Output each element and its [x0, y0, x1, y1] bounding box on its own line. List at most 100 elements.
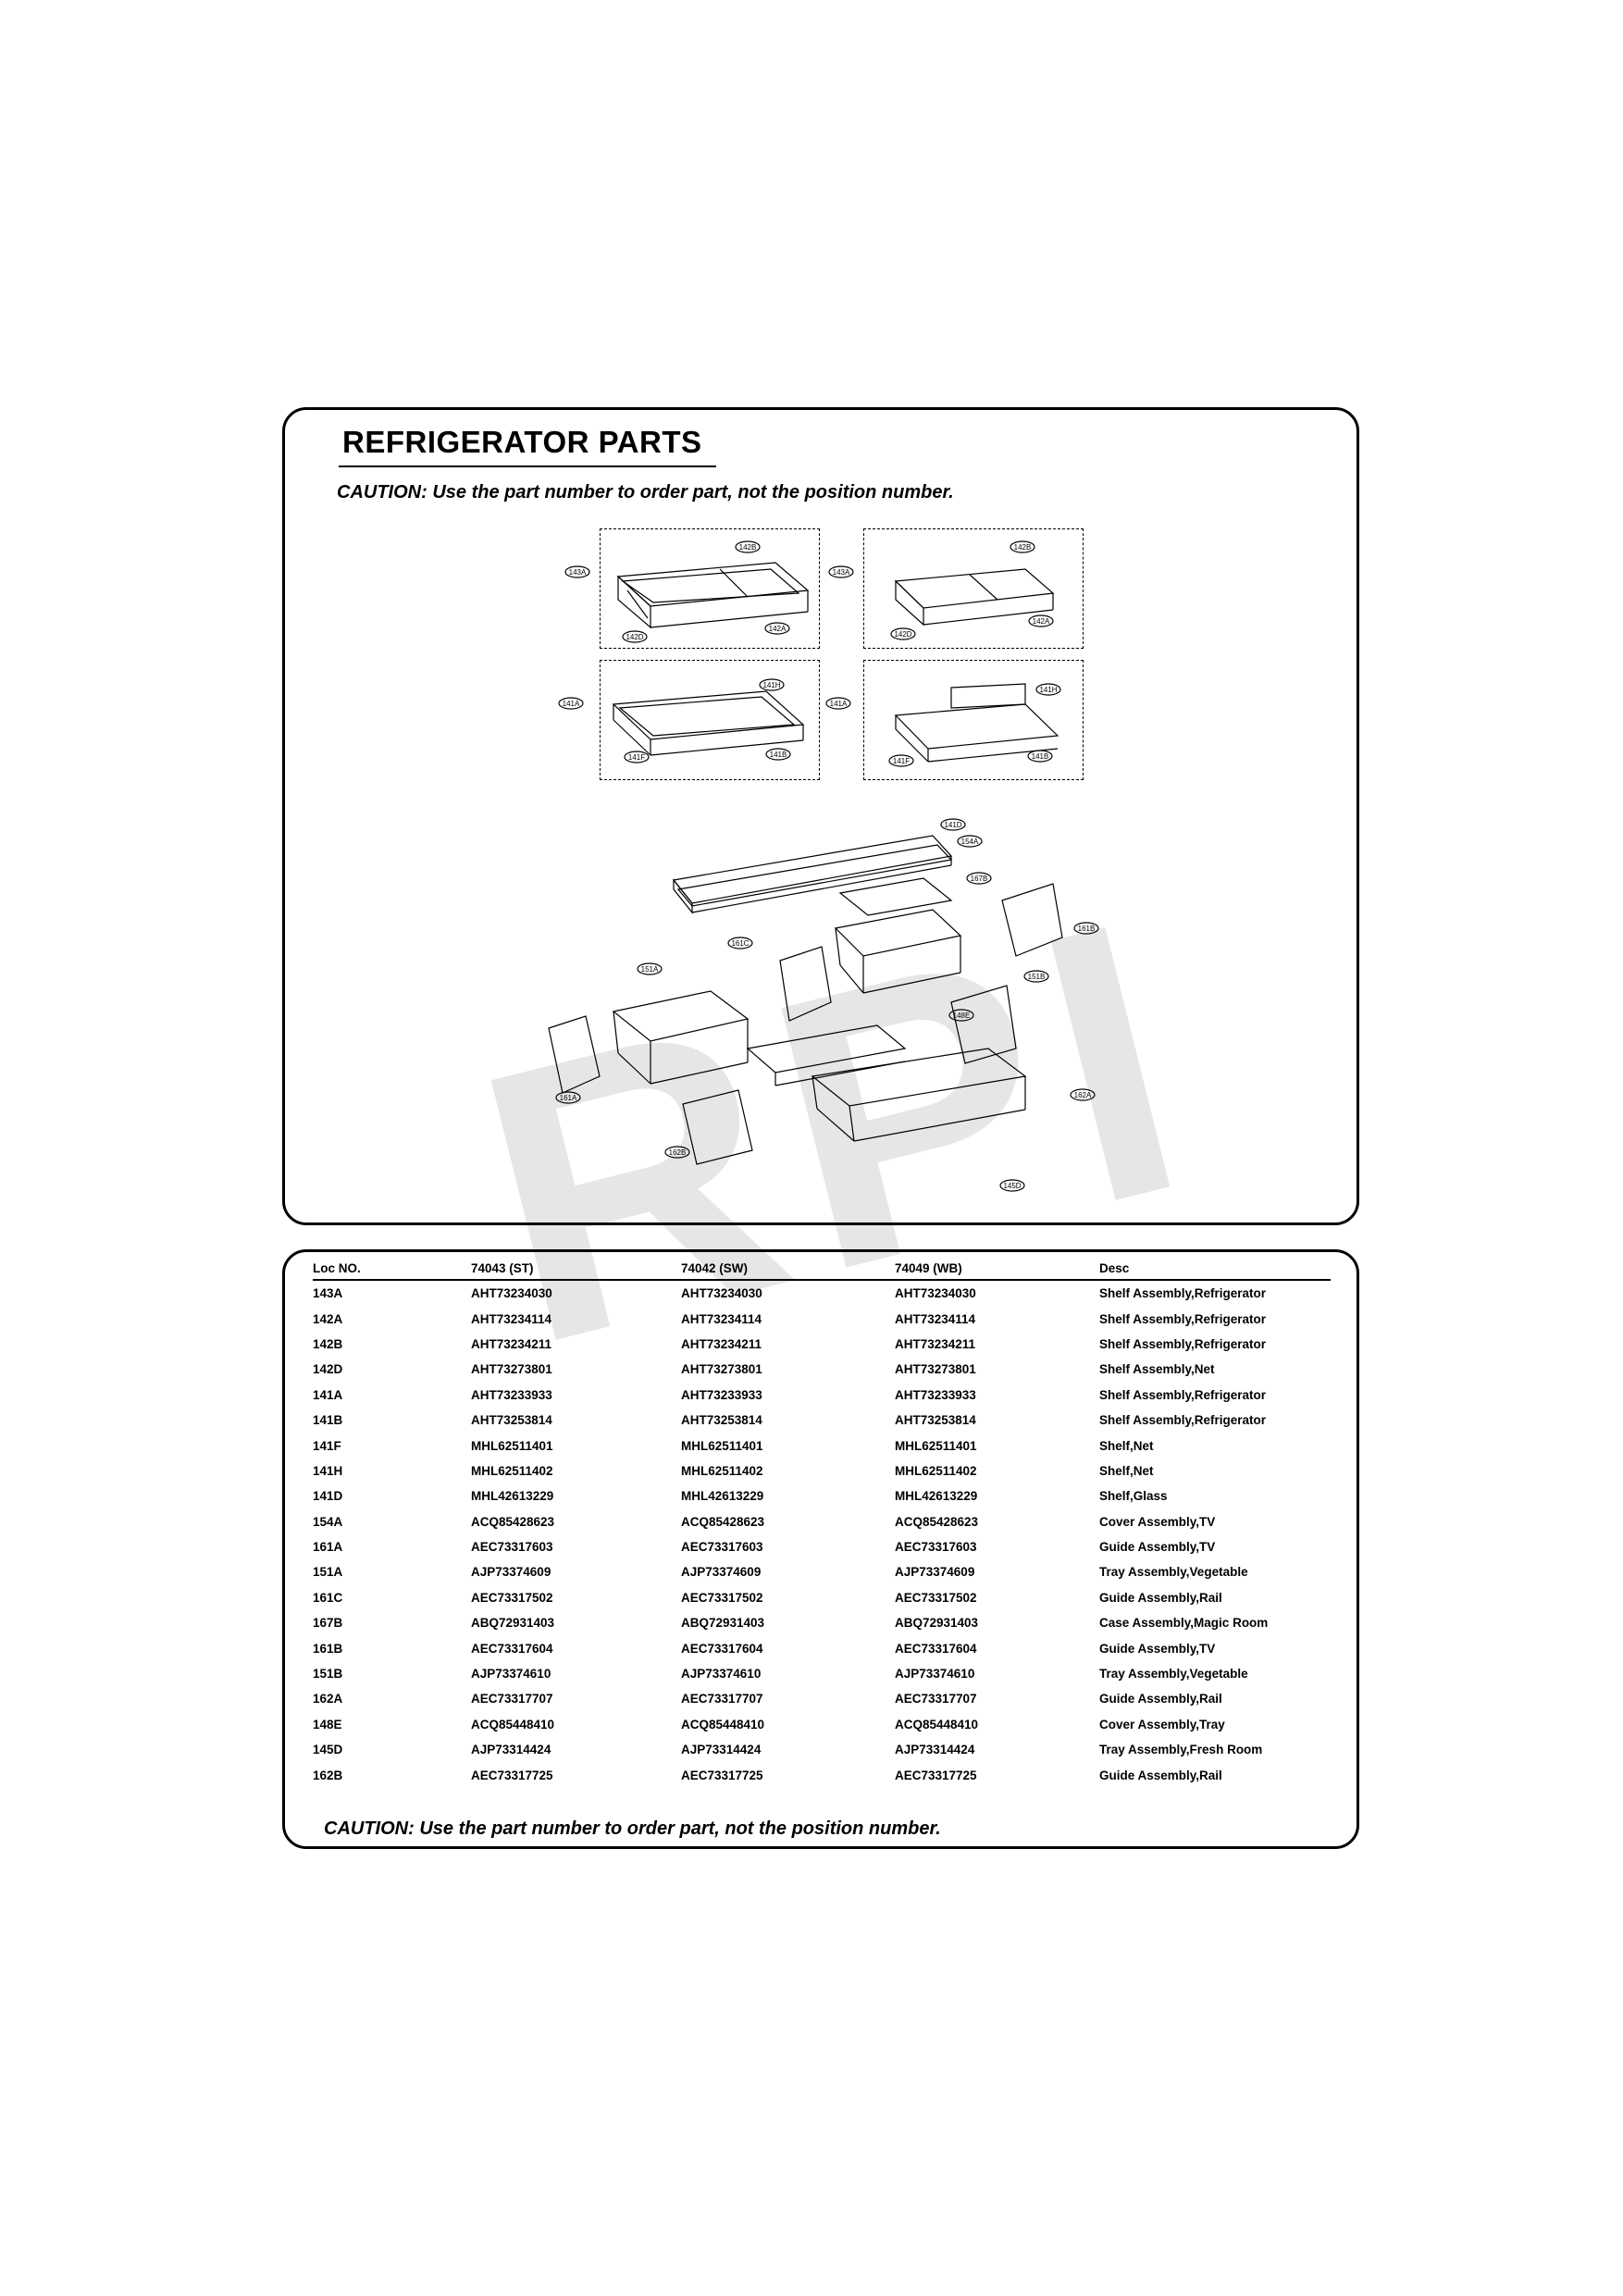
- exploded-parts-diagram: 143A 142B 142A 142D 143A 142B 142A 142D …: [548, 540, 1099, 1192]
- table-cell: Tray Assembly,Fresh Room: [1099, 1743, 1263, 1757]
- table-cell: AHT73234114: [681, 1311, 762, 1326]
- callout-label: 161A: [560, 1094, 577, 1102]
- table-cell: AEC73317603: [471, 1540, 553, 1555]
- table-cell: ABQ72931403: [681, 1616, 765, 1631]
- caution-bottom: CAUTION: Use the part number to order pa…: [324, 1818, 941, 1839]
- callout-label: 141D: [944, 821, 961, 829]
- table-header-row: Loc NO. 74043 (ST) 74042 (SW) 74049 (WB)…: [313, 1252, 1331, 1281]
- table-cell: Shelf,Net: [1099, 1438, 1154, 1453]
- table-cell: AHT73234114: [895, 1311, 976, 1326]
- table-cell: MHL62511401: [895, 1438, 977, 1453]
- callout-label: 151B: [1028, 973, 1046, 981]
- table-cell: 167B: [313, 1616, 343, 1631]
- shelf-box-3: [600, 660, 820, 780]
- table-row: 161B AEC73317604 AEC73317604 AEC73317604 Gui…: [313, 1635, 1331, 1660]
- table-cell: Guide Assembly,TV: [1099, 1641, 1216, 1656]
- table-cell: AHT73234211: [895, 1336, 976, 1351]
- callout-label: 151A: [641, 965, 659, 974]
- shelf-drawing-1: [616, 562, 810, 629]
- table-cell: ACQ85428623: [471, 1514, 555, 1529]
- table-cell: AEC73317604: [895, 1641, 977, 1656]
- table-cell: AEC73317603: [681, 1540, 763, 1555]
- table-cell: Guide Assembly,Rail: [1099, 1590, 1222, 1605]
- table-cell: 161C: [313, 1590, 343, 1605]
- table-cell: AJP73374609: [471, 1565, 551, 1580]
- table-cell: AJP73374610: [895, 1667, 975, 1682]
- callout-label: 141H: [1039, 686, 1057, 694]
- callout-label: 141B: [770, 751, 787, 759]
- col-74049: 74049 (WB): [895, 1252, 1099, 1281]
- table-cell: Shelf Assembly,Refrigerator: [1099, 1387, 1267, 1402]
- table-cell: 141A: [313, 1387, 343, 1402]
- table-cell: Cover Assembly,Tray: [1099, 1717, 1225, 1731]
- table-cell: 162A: [313, 1692, 343, 1706]
- callout-label: 143A: [833, 568, 850, 577]
- table-cell: ABQ72931403: [895, 1616, 979, 1631]
- callout-label: 141H: [762, 681, 780, 689]
- table-cell: Shelf Assembly,Refrigerator: [1099, 1286, 1267, 1301]
- table-cell: MHL62511401: [681, 1438, 763, 1453]
- table-cell: AHT73253814: [471, 1413, 552, 1428]
- table-cell: AEC73317502: [895, 1590, 977, 1605]
- table-cell: AHT73233933: [681, 1387, 762, 1402]
- table-cell: AHT73234030: [681, 1286, 762, 1301]
- table-cell: Case Assembly,Magic Room: [1099, 1616, 1269, 1631]
- table-cell: ACQ85448410: [681, 1717, 765, 1731]
- callout-label: 145D: [1003, 1182, 1021, 1190]
- table-cell: AJP73314424: [471, 1743, 551, 1757]
- callout-label: 142A: [1033, 617, 1050, 626]
- table-cell: AEC73317604: [471, 1641, 553, 1656]
- shelf-drawing-2: [894, 568, 1055, 627]
- table-cell: AEC73317725: [895, 1768, 977, 1782]
- table-cell: AHT73234211: [471, 1336, 552, 1351]
- table-cell: AEC73317604: [681, 1641, 763, 1656]
- table-cell: Shelf Assembly,Net: [1099, 1362, 1215, 1377]
- table-cell: AEC73317707: [471, 1692, 553, 1706]
- title-underline: [339, 465, 716, 467]
- callout-label: 141F: [628, 753, 645, 762]
- table-cell: AHT73253814: [895, 1413, 976, 1428]
- table-cell: MHL62511402: [471, 1463, 553, 1478]
- callout-label: 143A: [569, 568, 587, 577]
- table-cell: AHT73234211: [681, 1336, 762, 1351]
- callout-label: 141A: [563, 700, 580, 708]
- table-cell: ACQ85448410: [895, 1717, 979, 1731]
- table-cell: AEC73317603: [895, 1540, 977, 1555]
- table-cell: AEC73317502: [471, 1590, 553, 1605]
- table-cell: 143A: [313, 1286, 343, 1301]
- table-cell: Guide Assembly,TV: [1099, 1540, 1216, 1555]
- table-cell: AHT73233933: [471, 1387, 552, 1402]
- table-cell: AJP73314424: [681, 1743, 762, 1757]
- table-cell: AJP73374610: [681, 1667, 762, 1682]
- callout-label: 141A: [830, 700, 848, 708]
- table-cell: AJP73314424: [895, 1743, 975, 1757]
- callout-label: 142A: [769, 625, 787, 633]
- callout-label: 141B: [1032, 752, 1049, 761]
- parts-table: Loc NO. 74043 (ST) 74042 (SW) 74049 (WB)…: [313, 1252, 1331, 1788]
- table-cell: 142D: [313, 1362, 343, 1377]
- table-cell: ABQ72931403: [471, 1616, 555, 1631]
- page-title: REFRIGERATOR PARTS: [342, 425, 702, 459]
- callout-label: 162B: [669, 1148, 687, 1157]
- table-cell: AEC73317707: [681, 1692, 763, 1706]
- callout-label: 162A: [1074, 1091, 1092, 1099]
- table-cell: 161B: [313, 1641, 343, 1656]
- table-cell: 141D: [313, 1489, 343, 1504]
- callout-label: 142B: [1014, 543, 1032, 552]
- table-cell: 162B: [313, 1768, 343, 1782]
- table-row: 167B ABQ72931403 ABQ72931403 ABQ72931403 Cas…: [313, 1610, 1331, 1635]
- table-cell: 141H: [313, 1463, 343, 1478]
- table-cell: Shelf,Net: [1099, 1463, 1154, 1478]
